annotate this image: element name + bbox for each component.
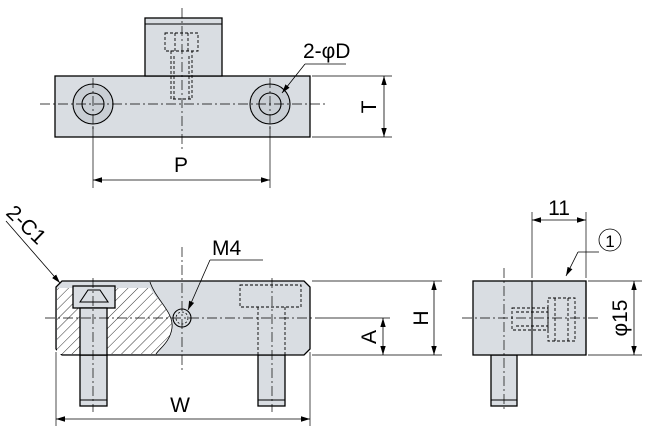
offset-11-label: 11 — [548, 197, 570, 220]
pitch-p-label: P — [174, 154, 188, 177]
top-view-upper-block — [144, 17, 223, 77]
front-view: 2-C1 M4 H A W — [2, 201, 442, 426]
item-marker-label: 1 — [605, 232, 614, 251]
hole-spec-label: 2-φD — [303, 40, 350, 63]
height-h-label: H — [410, 310, 433, 325]
chamfer-label: 2-C1 — [2, 201, 51, 249]
diameter-15-label: φ15 — [609, 300, 632, 337]
side-view: 11 1 φ15 — [462, 197, 642, 412]
item-marker-circle — [598, 228, 622, 252]
front-view-pin-left — [79, 354, 108, 407]
height-t-label: T — [358, 100, 381, 113]
front-view-pin-right — [257, 354, 286, 407]
height-a-label: A — [358, 330, 381, 344]
top-view-screw — [164, 32, 199, 100]
top-view: 2-φD T P — [40, 8, 392, 188]
thread-m4-label: M4 — [212, 237, 241, 260]
width-w-label: W — [170, 394, 190, 417]
